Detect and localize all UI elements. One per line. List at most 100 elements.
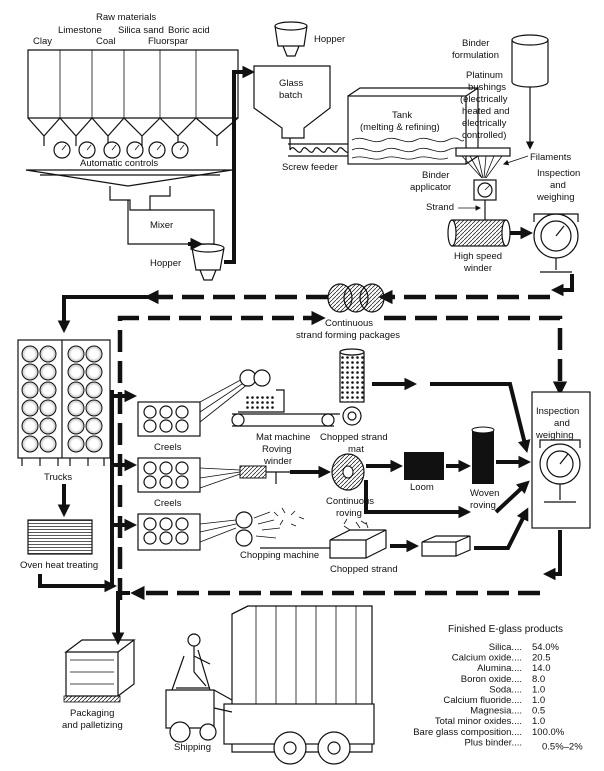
creels-1 (137, 401, 201, 437)
roving-winder-label-2: winder (263, 456, 292, 467)
product-row-name: Bare glass composition.... (413, 727, 522, 738)
flow-roving-lower-to-inspection (494, 480, 530, 514)
hopper-bottom-label: Hopper (150, 258, 181, 269)
inspection-weighing-top-label-3: weighing (536, 192, 575, 203)
platinum-bushings-label-2: bushings (468, 82, 506, 93)
glass-batch-label-2: batch (279, 90, 302, 101)
silica-sand-label: Silica sand (118, 25, 164, 36)
roving-winder (199, 465, 290, 489)
flow-inspection-down (542, 530, 562, 581)
tank-label-2: (melting & refining) (360, 122, 440, 133)
continuous-roving-label-1: Continuous (326, 496, 374, 507)
chopping-machine-label: Chopping machine (240, 550, 319, 561)
product-row-value: 8.0 (532, 674, 545, 685)
products-title: Finished E-glass products (448, 624, 563, 635)
filaments-pointer (502, 155, 529, 166)
filaments-label: Filaments (530, 152, 571, 163)
product-row-name: Magnesia.... (470, 706, 522, 717)
limestone-label: Limestone (58, 25, 102, 36)
hopper-top-label: Hopper (314, 34, 345, 45)
product-row-name: Silica.... (489, 642, 522, 653)
raw-materials-label: Raw materials (96, 12, 156, 23)
mixer-label: Mixer (150, 220, 173, 231)
loom-label: Loom (410, 482, 434, 493)
mat-machine-label: Mat machine (256, 432, 310, 443)
packaging-pallet (63, 639, 136, 703)
flow-oven-out (38, 574, 118, 593)
flow-package-to-inspection (474, 507, 529, 550)
mixer-unit (109, 186, 215, 245)
boric-acid-label: Boric acid (168, 25, 210, 36)
roving-winder-label-1: Roving (262, 444, 292, 455)
trucks-label: Trucks (44, 472, 72, 483)
inspection-scale-top (533, 213, 579, 273)
top-hopper (274, 21, 308, 57)
creels-2 (137, 457, 201, 493)
inspection-weighing-right-label-1: Inspection (536, 406, 579, 417)
fluorspar-label: Fluorspar (148, 36, 188, 47)
product-row-name: Calcium oxide.... (452, 653, 522, 664)
binder-formulation-label-1: Binder (462, 38, 489, 49)
platinum-bushings-label-6: controlled) (462, 130, 506, 141)
creels-2-label: Creels (154, 498, 182, 509)
screw-feeder (288, 138, 352, 157)
high-speed-winder-label-1: High speed (454, 251, 502, 262)
platinum-bushings-label-1: Platinum (466, 70, 503, 81)
product-row-value: 54.0% (532, 642, 559, 653)
binder-applicator-label-1: Binder (422, 170, 449, 181)
binder-formulation-tank (511, 34, 549, 88)
product-row-name: Plus binder.... (464, 737, 522, 748)
inspection-station-right (531, 391, 591, 529)
woven-roving-label-1: Woven (470, 488, 499, 499)
screw-feeder-label: Screw feeder (282, 162, 338, 173)
product-row-value: 0.5%–2% (542, 741, 583, 752)
high-speed-winder (447, 219, 511, 247)
product-row-value: 1.0 (532, 716, 545, 727)
oven-label: Oven heat treating (20, 560, 98, 571)
flow-second-row-b (384, 315, 568, 396)
chopped-strand-box (329, 518, 387, 559)
flow-roving-to-inspection (364, 480, 472, 519)
flow-to-packaging (111, 591, 130, 646)
flow-scale-down (550, 274, 574, 297)
high-speed-winder-label-2: winder (463, 263, 492, 274)
product-row-value: 1.0 (532, 684, 545, 695)
shipping-label: Shipping (174, 742, 211, 753)
product-row-value: 100.0% (532, 727, 565, 738)
product-row-name: Boron oxide.... (461, 674, 522, 685)
product-row-value: 1.0 (532, 695, 545, 706)
forklift-and-trailer (165, 605, 375, 765)
products-table: Finished E-glass products Silica.... 54.0… (413, 624, 583, 752)
chopped-strand-mat-roll (339, 348, 365, 426)
glass-batch-label-1: Glass (279, 78, 304, 89)
flow-mat-to-inspection-b (430, 382, 531, 453)
chopped-strand-mat-label-1: Chopped strand (320, 432, 388, 443)
continuous-strand-label-1: Continuous (325, 318, 373, 329)
mat-machine (199, 369, 340, 427)
platinum-bushings-label-3: (electrically (460, 94, 508, 105)
product-row-value: 0.5 (532, 706, 545, 717)
creels-1-label: Creels (154, 442, 182, 453)
flow-hopper-to-batch (224, 65, 256, 264)
loom (404, 452, 444, 480)
chopped-strand-label: Chopped strand (330, 564, 398, 575)
inspection-weighing-top-label-2: and (550, 180, 566, 191)
product-row-name: Total minor oxides.... (435, 716, 522, 727)
strand-label: Strand (426, 202, 454, 213)
platinum-bushings-label-4: heated and (462, 106, 510, 117)
clay-label: Clay (33, 36, 52, 47)
woven-roving-roll (471, 426, 495, 484)
glass-batch-bin (253, 65, 331, 139)
product-row-value: 20.5 (532, 653, 551, 664)
inspection-weighing-right-label-2: and (554, 418, 570, 429)
inspection-weighing-top-label-1: Inspection (537, 168, 580, 179)
continuous-roving-package (331, 453, 365, 491)
continuous-roving-label-2: roving (336, 508, 362, 519)
packaging-label-1: Packaging (70, 708, 114, 719)
product-row-name: Calcium fluoride.... (443, 695, 522, 706)
continuous-strand-label-2: strand forming packages (296, 330, 400, 341)
chopped-strand-mat-label-2: mat (348, 444, 364, 455)
binder-applicator-label-2: applicator (410, 182, 451, 193)
chopped-strand-package (421, 535, 471, 557)
